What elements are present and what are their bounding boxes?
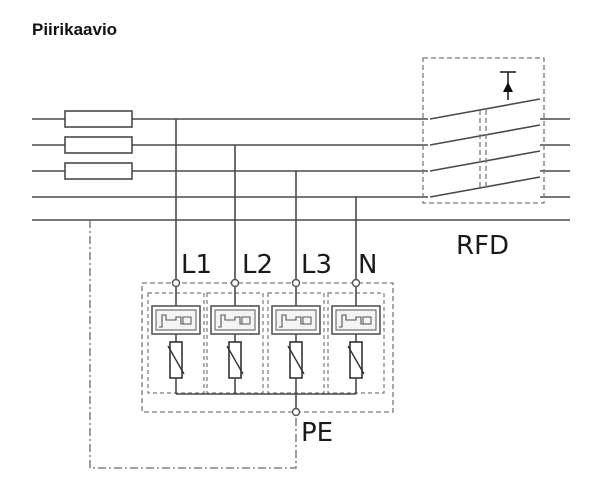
rfd-label: RFD	[456, 231, 509, 261]
terminal-pe	[291, 407, 301, 417]
surge-protector-housing	[141, 282, 394, 413]
spd-module-l2	[206, 283, 264, 394]
fuses	[64, 110, 133, 180]
spd-module-n	[327, 283, 385, 394]
pe-bus	[176, 393, 356, 412]
terminal-label-l3: L3	[301, 250, 332, 280]
terminal-l3	[291, 278, 301, 288]
fuse-l3	[64, 162, 133, 180]
terminals	[171, 278, 361, 417]
diagram-heading: Piirikaavio	[32, 20, 118, 39]
terminal-n	[351, 278, 361, 288]
terminal-label-n: N	[358, 250, 377, 280]
terminal-l2	[230, 278, 240, 288]
spd-module-l3	[267, 283, 325, 394]
pe-return-line	[89, 220, 297, 469]
fuse-l1	[64, 110, 133, 128]
terminal-label-l2: L2	[242, 250, 273, 280]
fuse-l2	[64, 136, 133, 154]
spd-module-l1	[147, 283, 205, 394]
drop-lines	[175, 119, 357, 283]
busbars	[32, 118, 570, 221]
terminal-label-l1: L1	[181, 250, 212, 280]
terminal-l1	[171, 278, 181, 288]
rfd-device	[422, 57, 545, 204]
terminal-label-pe: PE	[301, 418, 333, 448]
